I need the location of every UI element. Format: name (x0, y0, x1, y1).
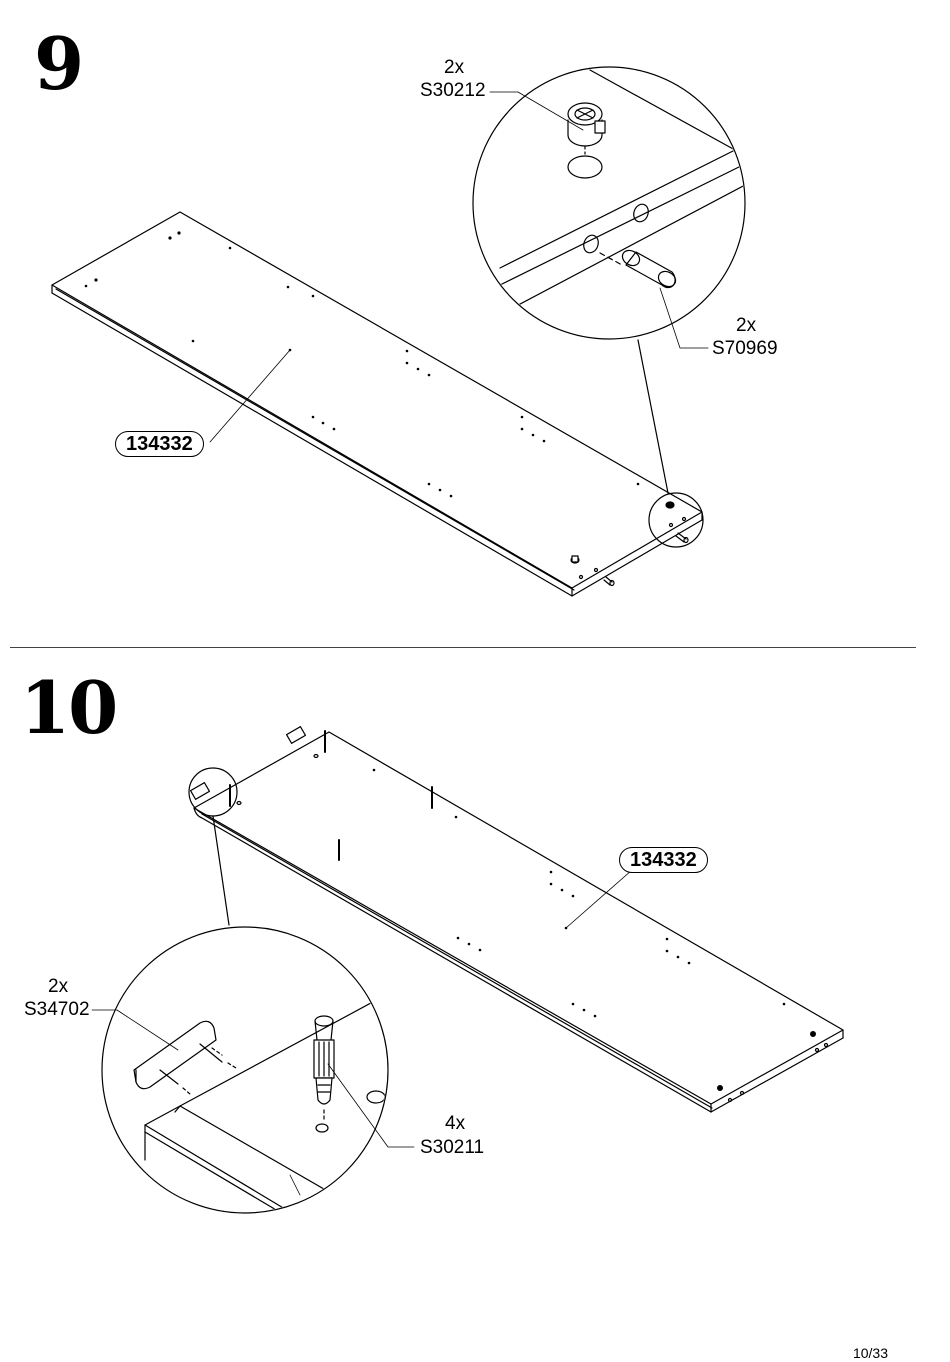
step9-number: 9 (34, 21, 84, 106)
step-divider (10, 647, 916, 648)
step10-felt-pad-code: S34702 (24, 999, 90, 1020)
step9-panel-drawing (51, 211, 704, 597)
page-number: 10/33 (852, 1345, 888, 1361)
step9-dowel-qty: 2x (736, 315, 757, 336)
step10-panel-drawing (188, 726, 844, 1113)
step9-cam-lock-qty: 2x (444, 57, 465, 78)
step9-detail-drawing (472, 66, 746, 349)
step10-cam-bolt-code: S30211 (420, 1137, 485, 1158)
step9-panel-part-number: 134332 (115, 431, 204, 457)
step9-cam-lock-code: S30212 (420, 80, 486, 101)
step10-detail-drawing (91, 926, 415, 1214)
step10-felt-pad-qty: 2x (48, 976, 69, 997)
step10-panel-part-number: 134332 (619, 847, 708, 873)
step10-cam-bolt-qty: 4x (445, 1113, 466, 1134)
step9-dowel-code: S70969 (712, 338, 778, 359)
step10-number: 10 (20, 665, 118, 750)
